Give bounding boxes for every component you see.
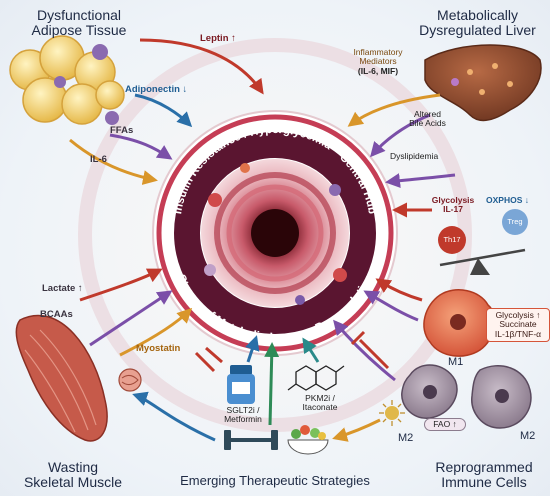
m2-right-label: M2 [520, 430, 536, 442]
sglt2-label: SGLT2i / Metformin [214, 405, 272, 425]
myostatin-label: Myostatin [136, 343, 181, 354]
arrow-m1-secondary [363, 290, 419, 322]
arrow-ffas [109, 133, 173, 160]
bcaas-label: BCAAs [40, 309, 73, 320]
glycolysis-line: Glycolysis [431, 195, 475, 205]
macrophage-illustrations [401, 289, 532, 429]
blood-cell [333, 268, 347, 282]
liver-title-line1: Metabolically [437, 7, 518, 23]
arrow-adiponectin [134, 93, 193, 128]
m1-glycolysis: Glycolysis ↑ [495, 310, 541, 320]
macrophage-in-fat [54, 76, 66, 88]
nanoparticle-icon [379, 400, 405, 426]
immune-title: Reprogrammed Immune Cells [420, 459, 548, 491]
arrow-exercise [264, 342, 280, 426]
immune-title-line2: Immune Cells [441, 474, 527, 491]
balance-scale-icon [439, 248, 526, 275]
liver-title: Metabolically Dysregulated Liver [405, 7, 550, 39]
arrow-myostatin [119, 307, 193, 357]
mediators-line1: Inflammatory [353, 47, 403, 57]
m1-succinate: Succinate [499, 319, 537, 330]
immune-cell [240, 163, 250, 173]
central-hub: Insulin Resistance / Hyperglycemia – Cen… [152, 110, 398, 356]
th17-label: Th17 [443, 235, 461, 244]
arrow-m2-to-hub [333, 319, 396, 382]
adiponectin-label: Adiponectin ↓ [125, 84, 188, 95]
inflammatory-mediators-label: Inflammatory Mediators (IL-6, MIF) [318, 47, 438, 76]
mitochondria-icon [118, 368, 142, 392]
hub-text-band [174, 132, 376, 334]
m2-left-label: M2 [398, 432, 414, 444]
pkm2-label: PKM2i / Itaconate [290, 393, 350, 413]
macrophage-in-fat [105, 111, 119, 125]
adipose-title-line1: Dysfunctional [36, 7, 122, 23]
molecule-icon [287, 365, 345, 391]
vessel-lumen [251, 209, 299, 257]
inhibition-line-myostatin [194, 351, 216, 373]
muscle-title-line1: Wasting [47, 459, 99, 475]
arrow-sglt2 [245, 335, 260, 363]
vessel-wall-layer [214, 172, 336, 294]
arrow-therapy-to-muscle [132, 391, 216, 442]
sglt2-line1: SGLT2i / [226, 405, 260, 415]
arrow-bile-acids [370, 113, 431, 158]
fao-badge: FAO ↑ [424, 418, 466, 432]
bile-line2: Bile Acids [409, 118, 446, 129]
arrow-il6 [69, 138, 158, 185]
arrow-m1-to-hub [375, 278, 423, 302]
adipose-title: Dysfunctional Adipose Tissue [4, 7, 154, 39]
sglt2-line2: Metformin [224, 414, 262, 425]
m1-label: M1 [448, 356, 464, 368]
blood-cell [208, 193, 222, 207]
il6-label: IL-6 [90, 154, 107, 165]
pill-bottle-icon [227, 365, 255, 404]
muscle-title: Wasting Skeletal Muscle [8, 459, 138, 491]
arrow-pkm2 [302, 337, 320, 363]
th17-cell [438, 226, 466, 254]
therapy-title: Emerging Therapeutic Strategies [180, 473, 370, 488]
muscle-title-line2: Skeletal Muscle [23, 474, 123, 491]
immune-cell [204, 264, 216, 276]
leptin-label: Leptin ↑ [200, 33, 236, 44]
arrow-inflammatory-mediators [347, 93, 441, 127]
bile-acids-label: Altered Bile Acids [395, 109, 460, 129]
dumbbell-icon [224, 430, 278, 450]
arrow-bcaas [89, 290, 173, 347]
liver-illustration [424, 44, 542, 122]
pkm2-line2: Itaconate [302, 402, 338, 413]
skeletal-muscle-illustration [15, 314, 142, 442]
immune-title-line1: Reprogrammed [435, 459, 533, 475]
adipose-tissue-illustration [9, 35, 125, 125]
inhibition-bar [205, 346, 223, 364]
ffas-label: FFAs [110, 125, 134, 136]
mediators-line2: Mediators [359, 56, 397, 67]
pkm2-line1: PKM2i / [305, 393, 335, 403]
immune-cell [295, 295, 305, 305]
liver-title-line2: Dysregulated Liver [419, 22, 536, 39]
macrophage-in-fat [92, 44, 108, 60]
mediators-line3: (IL-6, MIF) [357, 65, 399, 76]
arrow-leptin [139, 38, 264, 95]
inhibition-bar [350, 330, 366, 346]
immune-cell [329, 184, 341, 196]
salad-bowl-icon [287, 425, 329, 455]
treg-label: Treg [507, 217, 523, 226]
lactate-label: Lactate ↑ [42, 283, 83, 294]
arrow-lactate [79, 268, 163, 302]
glycolysis-il17-label: Glycolysis IL-17 [424, 195, 482, 215]
vessel-wall-inner [226, 184, 324, 282]
dyslipidemia-label: Dyslipidemia [390, 151, 439, 161]
tcell-balance-illustration [438, 209, 528, 275]
oxphos-label: OXPHOS ↓ [486, 195, 529, 205]
arrow-dyslipidemia [385, 173, 456, 189]
bile-line1: Altered [414, 109, 441, 119]
inhibition-line-m1 [358, 338, 390, 370]
treg-cell [502, 209, 528, 235]
m1-metabolism-box: Glycolysis ↑ Succinate IL-1β/TNF-α [486, 308, 550, 343]
il17-line: IL-17 [443, 204, 463, 215]
adipose-title-line2: Adipose Tissue [31, 22, 127, 39]
arrow-nanoparticle [332, 418, 381, 442]
m1-cytokines: IL-1β/TNF-α [494, 328, 542, 339]
